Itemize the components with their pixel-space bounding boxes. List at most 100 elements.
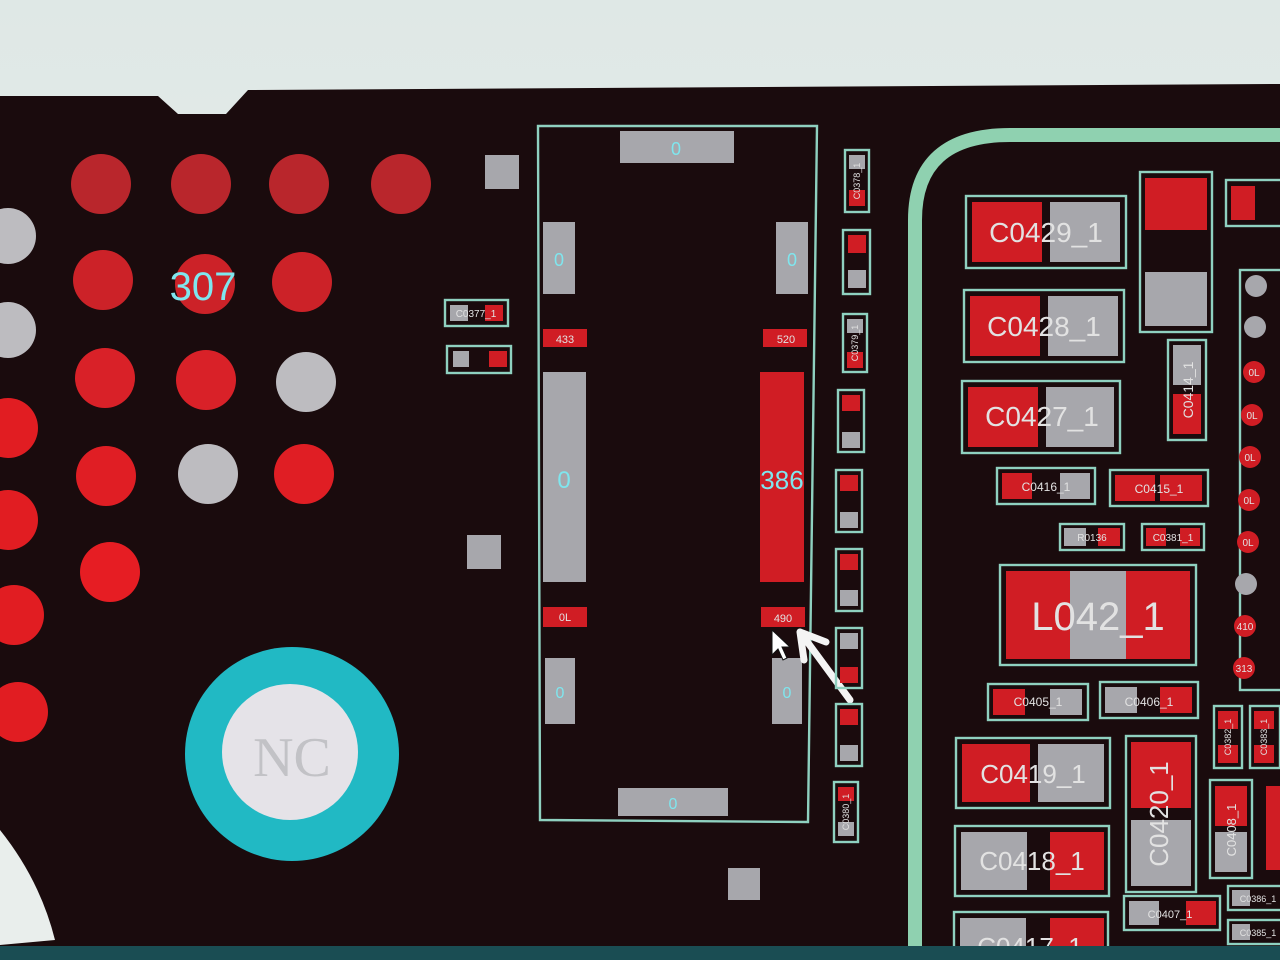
label-c0382: C0382_1 xyxy=(1223,719,1233,756)
connector-right-bottom-label: 0 xyxy=(783,685,792,702)
connector-pad[interactable] xyxy=(772,658,802,724)
pin-value-4: 0L xyxy=(1243,496,1255,507)
bga-ball xyxy=(276,352,336,412)
connector-pad[interactable] xyxy=(620,131,734,163)
shield-frame-outline xyxy=(908,128,1280,960)
pin xyxy=(1244,316,1266,338)
component-c0408[interactable] xyxy=(1208,778,1254,880)
connector-left-long-label: 0 xyxy=(557,467,570,494)
pin-value-2: 0L xyxy=(1246,411,1258,422)
component-c0381[interactable] xyxy=(1140,522,1206,552)
component-cap-small[interactable] xyxy=(836,388,866,454)
connector-pad[interactable] xyxy=(543,222,575,294)
bga-ball xyxy=(272,252,332,312)
test-pad xyxy=(467,535,501,569)
component-c0405[interactable] xyxy=(986,682,1090,722)
edge-pad xyxy=(1266,786,1280,870)
component-c0382[interactable] xyxy=(1212,704,1244,770)
label-c0428: C0428_1 xyxy=(987,311,1101,342)
label-c0416: C0416_1 xyxy=(1022,480,1071,494)
bga-ball xyxy=(0,682,48,742)
connector-outline xyxy=(536,124,819,824)
connector-0l-label: 0L xyxy=(559,612,571,624)
component-edge-top[interactable] xyxy=(1224,178,1280,228)
component-unlabeled-cap[interactable] xyxy=(445,344,513,375)
connector-bottom-pad-label: 0 xyxy=(669,796,678,813)
bga-ball xyxy=(80,542,140,602)
bga-ball xyxy=(76,446,136,506)
pin-value-5: 0L xyxy=(1242,538,1254,549)
component-c0418[interactable] xyxy=(953,824,1111,898)
bga-ball xyxy=(274,444,334,504)
component-c0383[interactable] xyxy=(1248,704,1280,770)
pin xyxy=(1239,446,1261,468)
connector-pad[interactable] xyxy=(618,788,728,816)
bga-ball xyxy=(371,154,431,214)
component-cap-small[interactable] xyxy=(834,702,864,768)
pin-value-6: 410 xyxy=(1237,622,1254,633)
component-c0377[interactable] xyxy=(443,298,510,328)
pin-value-1: 0L xyxy=(1248,368,1260,379)
bga-ball xyxy=(269,154,329,214)
pin xyxy=(1234,615,1256,637)
pin-value-3: 0L xyxy=(1244,453,1256,464)
component-r0136[interactable] xyxy=(1058,522,1126,552)
label-c0407: C0407_1 xyxy=(1148,909,1193,921)
component-cap-small[interactable] xyxy=(841,228,872,296)
bga-ball xyxy=(178,444,238,504)
component-c0379[interactable] xyxy=(841,312,869,374)
component-c0429[interactable] xyxy=(964,194,1128,270)
component-c0427[interactable] xyxy=(960,379,1122,455)
component-c0407[interactable] xyxy=(1122,894,1222,932)
connector-pad-selected[interactable] xyxy=(761,607,805,627)
nc-test-pad[interactable] xyxy=(185,647,399,861)
label-c0379: C0379_1 xyxy=(850,325,860,362)
component-c0380[interactable] xyxy=(832,780,860,844)
component-c0406[interactable] xyxy=(1098,680,1200,720)
connector-pad[interactable] xyxy=(543,607,587,627)
component-l042[interactable] xyxy=(998,563,1198,667)
bga-ball xyxy=(71,154,131,214)
pin xyxy=(1238,489,1260,511)
test-pad xyxy=(728,868,760,900)
pin xyxy=(1237,531,1259,553)
label-r0136: R0136 xyxy=(1077,533,1107,544)
component-c0415[interactable] xyxy=(1108,468,1210,508)
component-c0416[interactable] xyxy=(995,466,1097,506)
connector-pad[interactable] xyxy=(543,372,586,582)
component-cap-small[interactable] xyxy=(834,468,864,534)
component-c0414[interactable] xyxy=(1166,338,1208,442)
component-c0419[interactable] xyxy=(954,736,1112,810)
connector-pad[interactable] xyxy=(760,372,804,582)
component-c0420[interactable] xyxy=(1124,734,1198,894)
component-c0428[interactable] xyxy=(962,288,1126,364)
component-c0386[interactable] xyxy=(1226,884,1280,912)
component-c0378[interactable] xyxy=(843,148,871,214)
connector-386-label: 386 xyxy=(760,465,803,495)
connector-top-pad-label: 0 xyxy=(671,139,681,159)
label-c0414: C0414_1 xyxy=(1180,361,1196,418)
label-c0429: C0429_1 xyxy=(989,217,1103,248)
connector-pad[interactable] xyxy=(545,658,575,724)
bga-ball xyxy=(175,254,235,314)
bga-ball xyxy=(0,208,36,264)
pin xyxy=(1235,573,1257,595)
connector-pad[interactable] xyxy=(776,222,808,294)
nc-label: NC xyxy=(253,727,331,789)
component-cap-small[interactable] xyxy=(834,547,864,613)
component-cap-small[interactable] xyxy=(834,626,864,690)
pin-value-7: 313 xyxy=(1236,664,1253,675)
label-c0383: C0383_1 xyxy=(1259,719,1269,756)
label-c0406: C0406_1 xyxy=(1125,695,1174,709)
connector-pad[interactable] xyxy=(543,329,587,347)
bga-ball xyxy=(0,302,36,358)
label-c0427: C0427_1 xyxy=(985,401,1099,432)
component-c0385[interactable] xyxy=(1226,918,1280,946)
component-inductor-top[interactable] xyxy=(1138,170,1214,334)
label-c0405: C0405_1 xyxy=(1014,695,1063,709)
label-l042: L042_1 xyxy=(1031,595,1164,639)
connector-pad[interactable] xyxy=(763,329,807,347)
connector-433-label: 433 xyxy=(556,334,574,346)
pin xyxy=(1243,361,1265,383)
